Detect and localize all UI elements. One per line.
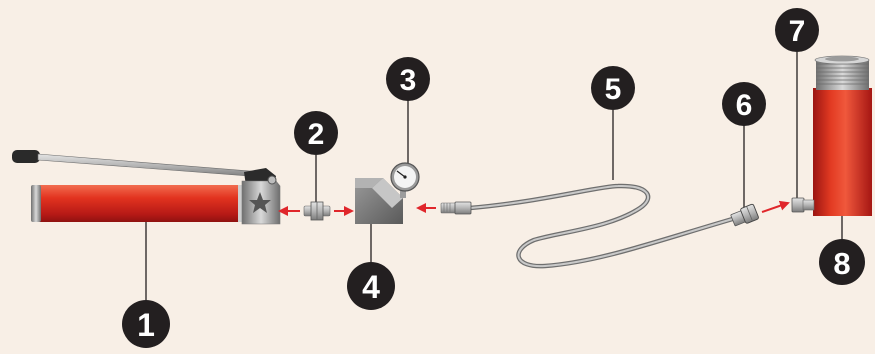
coupler (303, 201, 331, 221)
callout-6-badge (722, 82, 766, 126)
callout-2: 2 (294, 111, 338, 155)
connection-arrows (278, 200, 790, 216)
hose-highlight (469, 184, 737, 268)
callout-4-label: 4 (362, 269, 380, 305)
callout-3-label: 3 (400, 64, 417, 97)
callout-2-badge (294, 111, 338, 155)
gauge-adaptor (355, 178, 403, 224)
cylinder-body (813, 88, 872, 216)
callout-4: 4 (347, 262, 395, 310)
callout-6-label: 6 (736, 89, 753, 122)
callout-2-label: 2 (308, 118, 325, 151)
pump-handle-grip (12, 150, 40, 163)
callout-1-badge (122, 300, 170, 348)
callout-1: 1 (122, 300, 170, 348)
callout-6: 6 (722, 82, 766, 126)
callout-3: 3 (386, 57, 430, 101)
pressure-gauge (390, 162, 420, 198)
hand-pump (12, 150, 281, 225)
callout-5: 5 (591, 66, 635, 110)
pump-bolt (267, 175, 277, 185)
pump-end-cap (31, 185, 41, 222)
pump-handle-lever (37, 153, 263, 178)
cylinder-coupler-hex (791, 197, 805, 213)
gauge-stem (400, 186, 406, 198)
hydraulic-hose (440, 183, 739, 269)
callout-7: 7 (775, 8, 819, 52)
hose-end-crimp (454, 201, 472, 215)
callout-8: 8 (819, 239, 865, 285)
star-icon (249, 192, 271, 213)
callout-8-badge (819, 239, 865, 285)
cylinder-coupler (791, 197, 815, 213)
callout-7-label: 7 (789, 15, 806, 48)
pump-reservoir (33, 185, 245, 222)
callout-5-label: 5 (605, 73, 622, 106)
cylinder-threads (816, 60, 869, 90)
hydraulic-cylinder (813, 55, 872, 216)
callout-5-badge (591, 66, 635, 110)
leader-lines (145, 52, 843, 300)
callout-3-badge (386, 57, 430, 101)
callout-7-badge (775, 8, 819, 52)
cylinder-coupler-body (802, 199, 815, 211)
callout-8-label: 8 (833, 246, 850, 281)
cylinder-plunger (825, 56, 859, 62)
hose-outer (467, 183, 739, 269)
adaptor-bevel (372, 178, 403, 208)
hose-coupler (730, 203, 759, 227)
arrow-to-cylinder (761, 200, 790, 213)
gauge-needle (396, 170, 406, 178)
callout-4-badge (347, 262, 395, 310)
callout-1-label: 1 (137, 307, 155, 343)
